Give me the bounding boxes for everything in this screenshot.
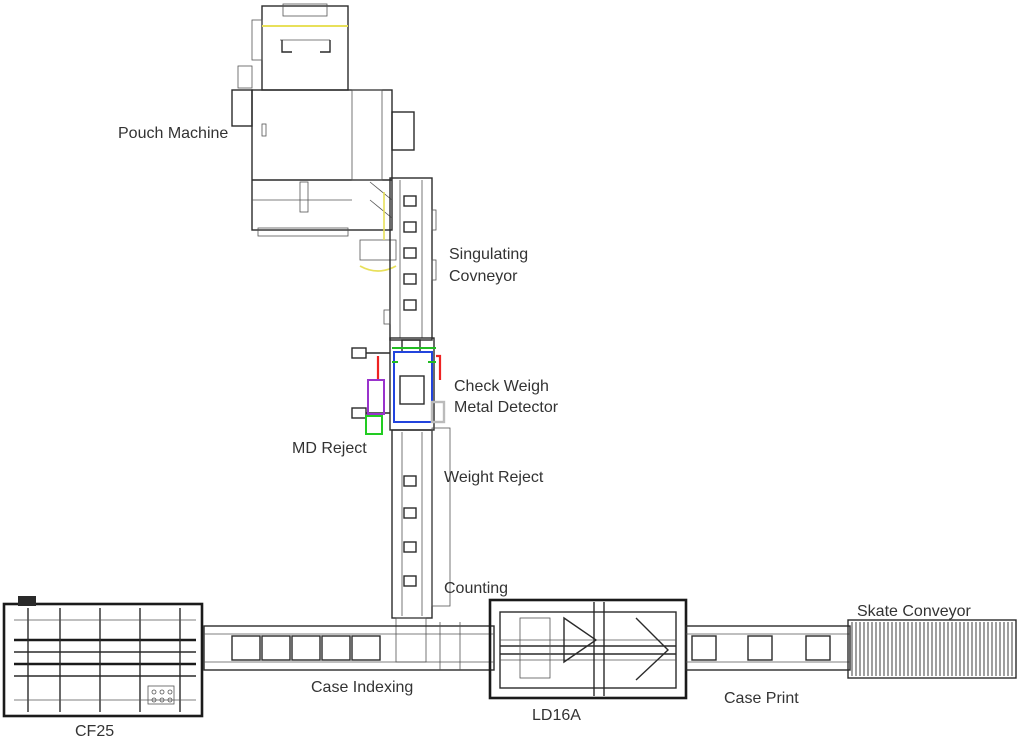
case-indexing-label: Case Indexing — [311, 679, 414, 696]
skate-conveyor-label: Skate Conveyor — [857, 603, 971, 620]
case-indexing-drawing — [203, 622, 495, 671]
metal-detector-label: Metal Detector — [454, 399, 559, 416]
counting-conveyor-drawing — [391, 427, 451, 663]
cf25-label: CF25 — [75, 723, 115, 740]
checkweigh-highlight — [430, 400, 446, 424]
ld16a-drawing — [488, 598, 688, 700]
singulating-conveyor-label-1: Singulating — [449, 246, 529, 263]
pouch-machine-drawing — [231, 3, 415, 261]
pouch-machine-label: Pouch Machine — [118, 125, 229, 142]
checkweigh-green-path — [392, 347, 436, 363]
case-print-label: Case Print — [724, 690, 799, 707]
case-print-drawing — [685, 625, 851, 671]
checkweigh-red-path — [376, 354, 442, 380]
check-weigh-label: Check Weigh — [454, 378, 549, 395]
checkweigh-blue-frame — [393, 351, 433, 423]
md-reject-green-box — [365, 415, 383, 435]
weight-reject-label: Weight Reject — [444, 469, 544, 486]
singulating-conveyor-label-2: Covneyor — [449, 268, 518, 285]
ld16a-label: LD16A — [532, 707, 581, 724]
pouch-accent-arc — [359, 265, 397, 272]
md-reject-purple-box — [367, 379, 385, 415]
skate-conveyor-drawing — [847, 619, 1017, 679]
counting-label: Counting — [444, 580, 509, 597]
cf25-drawing — [2, 596, 204, 718]
md-reject-label: MD Reject — [292, 440, 367, 457]
